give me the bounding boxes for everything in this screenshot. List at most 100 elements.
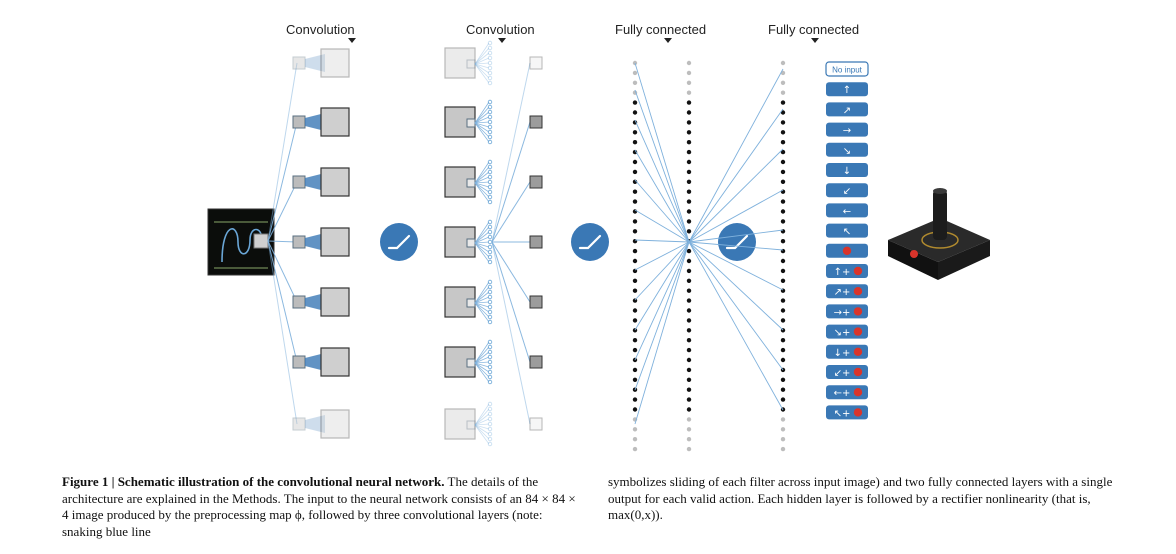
conv2-fan-line — [474, 47, 490, 65]
fc1-connection-line — [634, 241, 690, 391]
fc2-neuron — [686, 387, 692, 392]
input-frame-detail — [214, 221, 268, 269]
conv3-feature-map — [529, 417, 543, 431]
conv2-fan-line — [474, 57, 490, 65]
label-convolution-2: Convolution — [466, 22, 535, 37]
conv2-fan-line — [474, 362, 490, 368]
fc1-neuron — [632, 427, 638, 432]
fc1-neuron — [632, 367, 638, 373]
conv2-node — [487, 239, 493, 245]
relu-circle-1 — [380, 223, 418, 261]
fc2-neuron — [686, 308, 692, 313]
fc2-neuron — [686, 189, 692, 194]
conv2-kernel — [466, 238, 476, 248]
conv2-node — [487, 401, 493, 407]
fc3-neuron — [780, 199, 786, 204]
conv1-connection-line — [267, 240, 298, 303]
action-output-up-left-arrow: ↖ — [826, 223, 868, 238]
fc2-neuron — [686, 258, 692, 264]
conv2-fan-line — [474, 111, 490, 124]
conv2-node — [487, 284, 493, 290]
fc2-neuron — [686, 278, 692, 283]
conv1-kernel — [292, 295, 306, 309]
conv2-node — [487, 309, 493, 315]
conv2-fan-line — [474, 236, 490, 244]
fc2-neuron — [686, 288, 692, 293]
fc1-connection-line — [634, 209, 690, 243]
conv1-connection-line — [267, 240, 298, 243]
fc1-neuron — [632, 347, 638, 353]
conv2-node — [487, 164, 493, 170]
conv1-feature-map — [320, 409, 350, 439]
fire-icon — [853, 408, 863, 417]
fc3-neuron — [780, 446, 786, 452]
conv2-node — [487, 179, 493, 185]
conv3-feature-map — [529, 235, 543, 249]
action-label: No input — [832, 66, 863, 75]
fc2-neuron — [686, 338, 692, 343]
fc3-neuron — [780, 437, 786, 442]
conv2-fan-line — [474, 182, 490, 188]
action-output-left-arrow-fire: ←+ — [826, 385, 868, 400]
fc2-neuron — [686, 140, 692, 145]
conv2-node — [487, 124, 493, 130]
conv2-fan-line — [474, 161, 490, 184]
action-label: ↑+ — [834, 267, 851, 278]
conv3-connection-line — [491, 241, 531, 425]
conv2-fan-line — [474, 341, 490, 364]
conv1-kernel — [292, 355, 306, 369]
fc2-neuron — [686, 427, 692, 432]
conv2-fan-line — [474, 121, 490, 124]
label-convolution-1: Convolution — [286, 22, 355, 37]
fc3-neuron — [780, 387, 786, 392]
conv1-projection-wedge — [305, 113, 325, 131]
fc1-neuron — [632, 258, 638, 264]
conv2-fan-line — [474, 302, 490, 318]
conv2-fan-line — [474, 408, 490, 426]
conv2-fan-line — [474, 242, 490, 253]
conv2-node — [487, 249, 493, 255]
action-label: ↑ — [843, 85, 851, 96]
fc1-neuron — [632, 199, 638, 204]
fc2-neuron — [686, 248, 692, 254]
conv2-node — [487, 189, 493, 195]
conv3-feature-map — [529, 175, 543, 189]
conv2-node — [487, 199, 493, 205]
input-filter-window — [253, 233, 269, 249]
label-fully-connected-1: Fully connected — [615, 22, 707, 37]
fc1-neuron — [632, 140, 638, 145]
conv2-node — [487, 314, 493, 320]
fc1-connection-line — [634, 179, 690, 243]
fc3-neuron — [780, 149, 786, 155]
conv2-fan-line — [474, 356, 490, 364]
fc2-neuron — [686, 179, 692, 184]
action-output-right-arrow-fire: →+ — [826, 304, 868, 319]
conv2-node — [487, 411, 493, 417]
conv3-connection-line — [491, 241, 531, 363]
conv2-fan-line — [474, 63, 490, 69]
fc2-neuron — [686, 60, 692, 66]
conv2-fan-line — [474, 424, 490, 430]
fc2-neuron — [686, 70, 692, 76]
fc1-connection-line — [634, 241, 690, 361]
conv2-node — [487, 259, 493, 265]
fc2-connection-line — [688, 241, 784, 291]
fc1-connection-line — [634, 89, 690, 243]
fc2-neuron — [686, 169, 692, 175]
conv2-fan-line — [474, 52, 490, 65]
conv2-node — [487, 349, 493, 355]
conv2-fan-line — [474, 242, 490, 263]
fire-icon — [853, 367, 863, 377]
conv3-connection-line — [491, 241, 531, 303]
fc3-neuron — [780, 179, 786, 184]
joystick-fire-button — [910, 250, 918, 258]
conv2-fan-line — [474, 296, 490, 304]
fc3-neuron — [780, 100, 786, 105]
conv2-node — [487, 426, 493, 432]
conv1-feature-map — [320, 48, 350, 78]
fc3-neuron — [780, 357, 786, 363]
conv2-node — [487, 104, 493, 110]
label-fully-connected-2: Fully connected — [768, 22, 860, 37]
fc2-neuron — [686, 367, 692, 373]
conv1-connection-line — [267, 240, 298, 425]
